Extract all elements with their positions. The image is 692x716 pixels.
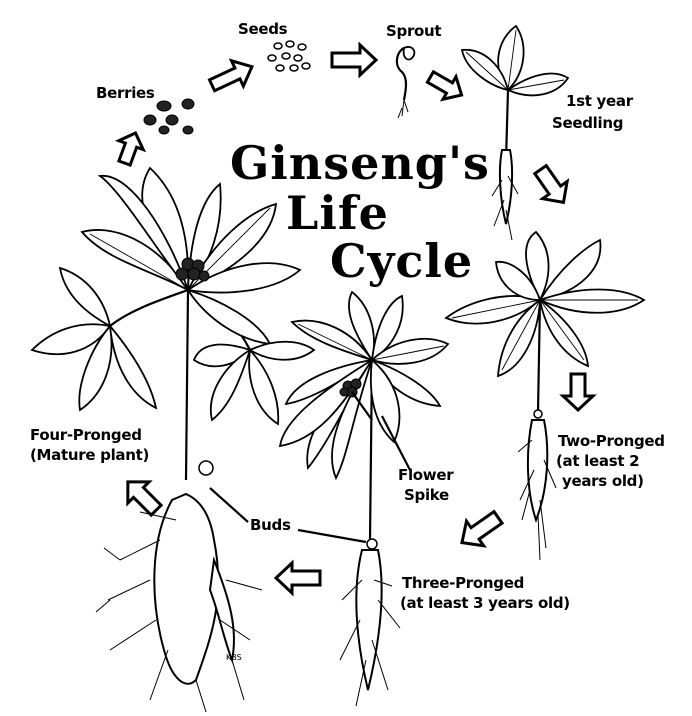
two-pronged-illustration	[444, 230, 646, 561]
pointer-lines	[209, 415, 411, 544]
label-four-pronged-line-1: Four-Pronged	[30, 426, 142, 444]
label-buds: Buds	[250, 516, 291, 534]
label-two-pronged-line-3: years old)	[562, 472, 644, 490]
label-seedling-line-1: 1st year	[566, 92, 633, 110]
label-seedling-line-2: Seedling	[552, 114, 624, 132]
label-flower-spike-line-1: Flower	[398, 466, 454, 484]
arrows-group	[114, 41, 597, 597]
label-two-pronged-line-1: Two-Pronged	[558, 432, 665, 450]
berries-illustration	[143, 98, 195, 135]
title-line-1: Ginseng's	[230, 136, 490, 190]
four-pronged-illustration	[30, 166, 316, 713]
label-berries: Berries	[96, 84, 155, 102]
arrow-berries-to-seeds	[207, 58, 255, 93]
label-sprout: Sprout	[386, 22, 442, 40]
artist-signature: KBS	[226, 653, 242, 662]
title-line-3: Cycle	[330, 234, 474, 288]
label-seeds: Seeds	[238, 20, 288, 38]
arrow-up-to-berries	[114, 130, 147, 168]
label-two-pronged-line-2: (at least 2	[556, 452, 640, 470]
title-line-2: Life	[286, 186, 389, 240]
arrow-mature-up-left	[126, 480, 164, 518]
arrow-two-to-three-pronged	[460, 509, 505, 548]
three-pronged-illustration	[278, 290, 450, 707]
arrow-three-to-four-pronged	[273, 559, 322, 597]
arrow-sprout-to-seedling	[425, 69, 464, 102]
label-four-pronged-line-2: (Mature plant)	[30, 446, 150, 464]
seeds-illustration	[267, 40, 311, 72]
label-three-pronged-line-2: (at least 3 years old)	[400, 594, 570, 612]
arrow-two-pronged-down	[559, 372, 597, 413]
arrow-seedling-to-two-pronged	[532, 163, 570, 205]
label-flower-spike-line-2: Spike	[404, 486, 449, 504]
label-three-pronged-line-1: Three-Pronged	[402, 574, 525, 592]
arrow-seeds-to-sprout	[330, 41, 379, 79]
seedling-illustration	[460, 24, 570, 241]
sprout-illustration	[395, 46, 416, 119]
